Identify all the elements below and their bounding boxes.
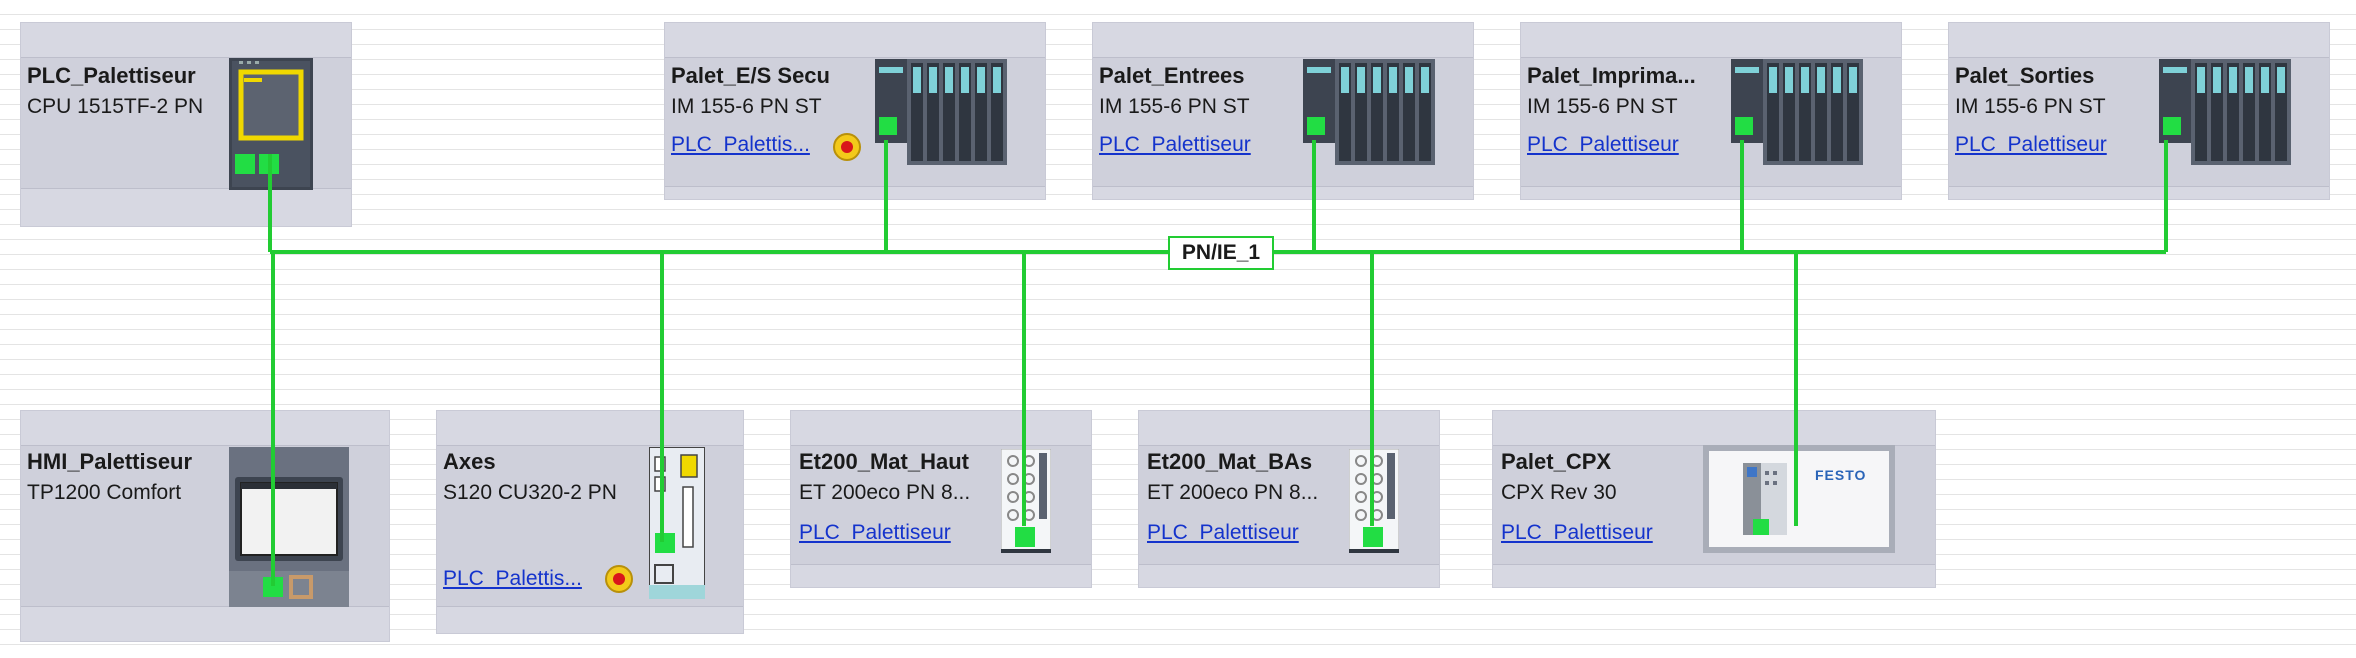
network-label-pn-ie-1[interactable]: PN/IE_1 [1168, 236, 1274, 270]
